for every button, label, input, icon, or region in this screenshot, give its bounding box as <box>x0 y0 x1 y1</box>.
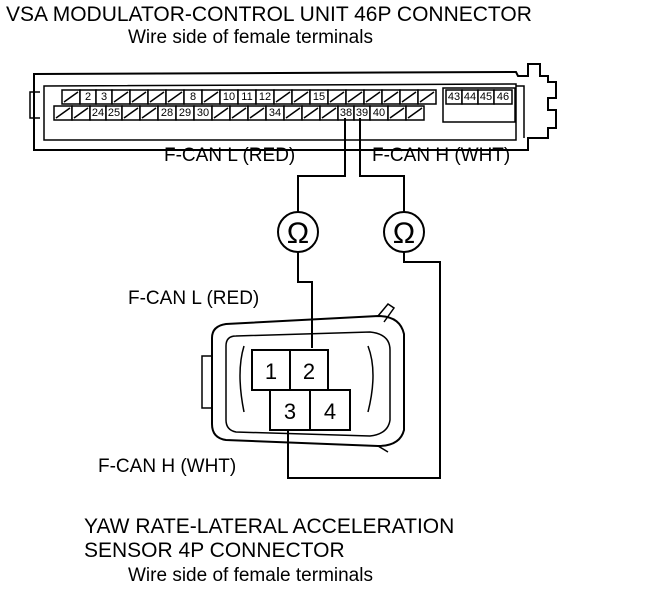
terminal-number: 2 <box>85 91 91 103</box>
terminal-number: 43 <box>448 91 460 103</box>
cavity-slash <box>203 91 219 103</box>
ohmmeter-icon <box>277 211 319 253</box>
cavity-slash <box>55 107 71 119</box>
terminal-number: 15 <box>313 91 325 103</box>
terminal-number: 25 <box>108 107 120 119</box>
cavity-slash <box>149 91 165 103</box>
ohm-symbol: Ω <box>393 217 415 250</box>
wire-fcan-h-upper <box>359 118 405 212</box>
cavity-slash <box>419 91 435 103</box>
terminal-number: 11 <box>241 91 252 103</box>
cavity-slash <box>347 91 363 103</box>
sensor-connector <box>201 303 405 453</box>
sensor-terminal-4 <box>309 389 351 431</box>
terminal-number: 44 <box>464 91 476 103</box>
terminal-number: 45 <box>480 91 492 103</box>
sensor-lock-tab <box>377 303 396 323</box>
terminal-number: 3 <box>101 91 107 103</box>
row1-terminal-46 <box>493 89 513 105</box>
cavity-slash <box>231 107 247 119</box>
ohm-symbol: Ω <box>287 217 309 250</box>
terminal-number: 24 <box>92 107 104 119</box>
sensor-connector-title-line2: SENSOR 4P CONNECTOR <box>84 539 345 562</box>
cavity-slash <box>407 107 423 119</box>
cavity-slash <box>401 91 417 103</box>
modulator-housing-inner <box>43 83 517 141</box>
cavity-slash <box>213 107 229 119</box>
wire-fcan-h-lower <box>287 252 441 479</box>
sensor-terminal-1-label: 1 <box>265 359 277 384</box>
sensor-housing-inner <box>225 331 391 437</box>
cavity-slash <box>275 91 291 103</box>
cavity-slash <box>383 91 399 103</box>
ohmmeter-icon <box>383 211 425 253</box>
terminal-number: 28 <box>161 107 173 119</box>
modulator-connector-title: VSA MODULATOR-CONTROL UNIT 46P CONNECTOR <box>6 3 532 26</box>
cavity-slash <box>113 91 129 103</box>
terminal-number: 12 <box>259 91 271 103</box>
cavity-slash <box>63 91 79 103</box>
ohmmeter-left: Ω <box>277 211 319 253</box>
cavity-slash <box>167 91 183 103</box>
cavity-slash <box>141 107 157 119</box>
cavity-slash <box>73 107 89 119</box>
ohmmeter-right: Ω <box>383 211 425 253</box>
sensor-lower-rib <box>377 445 389 453</box>
sensor-terminal-3 <box>269 389 311 431</box>
cavity-slash <box>389 107 405 119</box>
wires <box>287 118 441 479</box>
sensor-inner-curve <box>239 345 245 413</box>
cavity-slash <box>329 91 345 103</box>
terminal-number: 39 <box>356 107 368 119</box>
terminal-block-43-46 <box>442 87 516 123</box>
modulator-side-rib <box>516 85 525 138</box>
cavity-slash <box>249 107 265 119</box>
terminal-number: 29 <box>179 107 191 119</box>
fcan-l-label-lower: F-CAN L (RED) <box>128 288 260 309</box>
cavity-slash <box>365 91 381 103</box>
cavity-slash <box>293 91 309 103</box>
terminal-number: 40 <box>373 107 385 119</box>
cavity-slash <box>303 107 319 119</box>
sensor-connector-title-line1: YAW RATE-LATERAL ACCELERATION <box>84 515 455 538</box>
cavity-slash <box>321 107 337 119</box>
modulator-latch <box>29 91 40 119</box>
cavity-slash <box>123 107 139 119</box>
wire-fcan-l-upper <box>297 118 346 212</box>
cavity-slash <box>131 91 147 103</box>
sensor-terminal-3-label: 3 <box>284 399 296 424</box>
sensor-terminal-2 <box>289 349 329 391</box>
sensor-terminal-2-label: 2 <box>303 359 315 384</box>
modulator-connector-subtitle: Wire side of female terminals <box>128 27 373 48</box>
wire-fcan-l-lower <box>297 252 313 348</box>
terminal-number: 30 <box>197 107 209 119</box>
terminal-number: 38 <box>340 107 352 119</box>
terminal-number: 10 <box>223 91 235 103</box>
terminal-number: 46 <box>497 91 509 103</box>
terminal-number: 8 <box>190 91 196 103</box>
terminal-number: 34 <box>269 107 281 119</box>
sensor-connector-subtitle: Wire side of female terminals <box>128 565 373 586</box>
sensor-terminal-4-label: 4 <box>324 399 336 424</box>
modulator-housing-outline <box>33 63 557 151</box>
sensor-inner-curve <box>367 345 374 413</box>
sensor-latch <box>201 355 212 409</box>
cavity-slash <box>285 107 301 119</box>
fcan-h-label-lower: F-CAN H (WHT) <box>98 456 237 477</box>
